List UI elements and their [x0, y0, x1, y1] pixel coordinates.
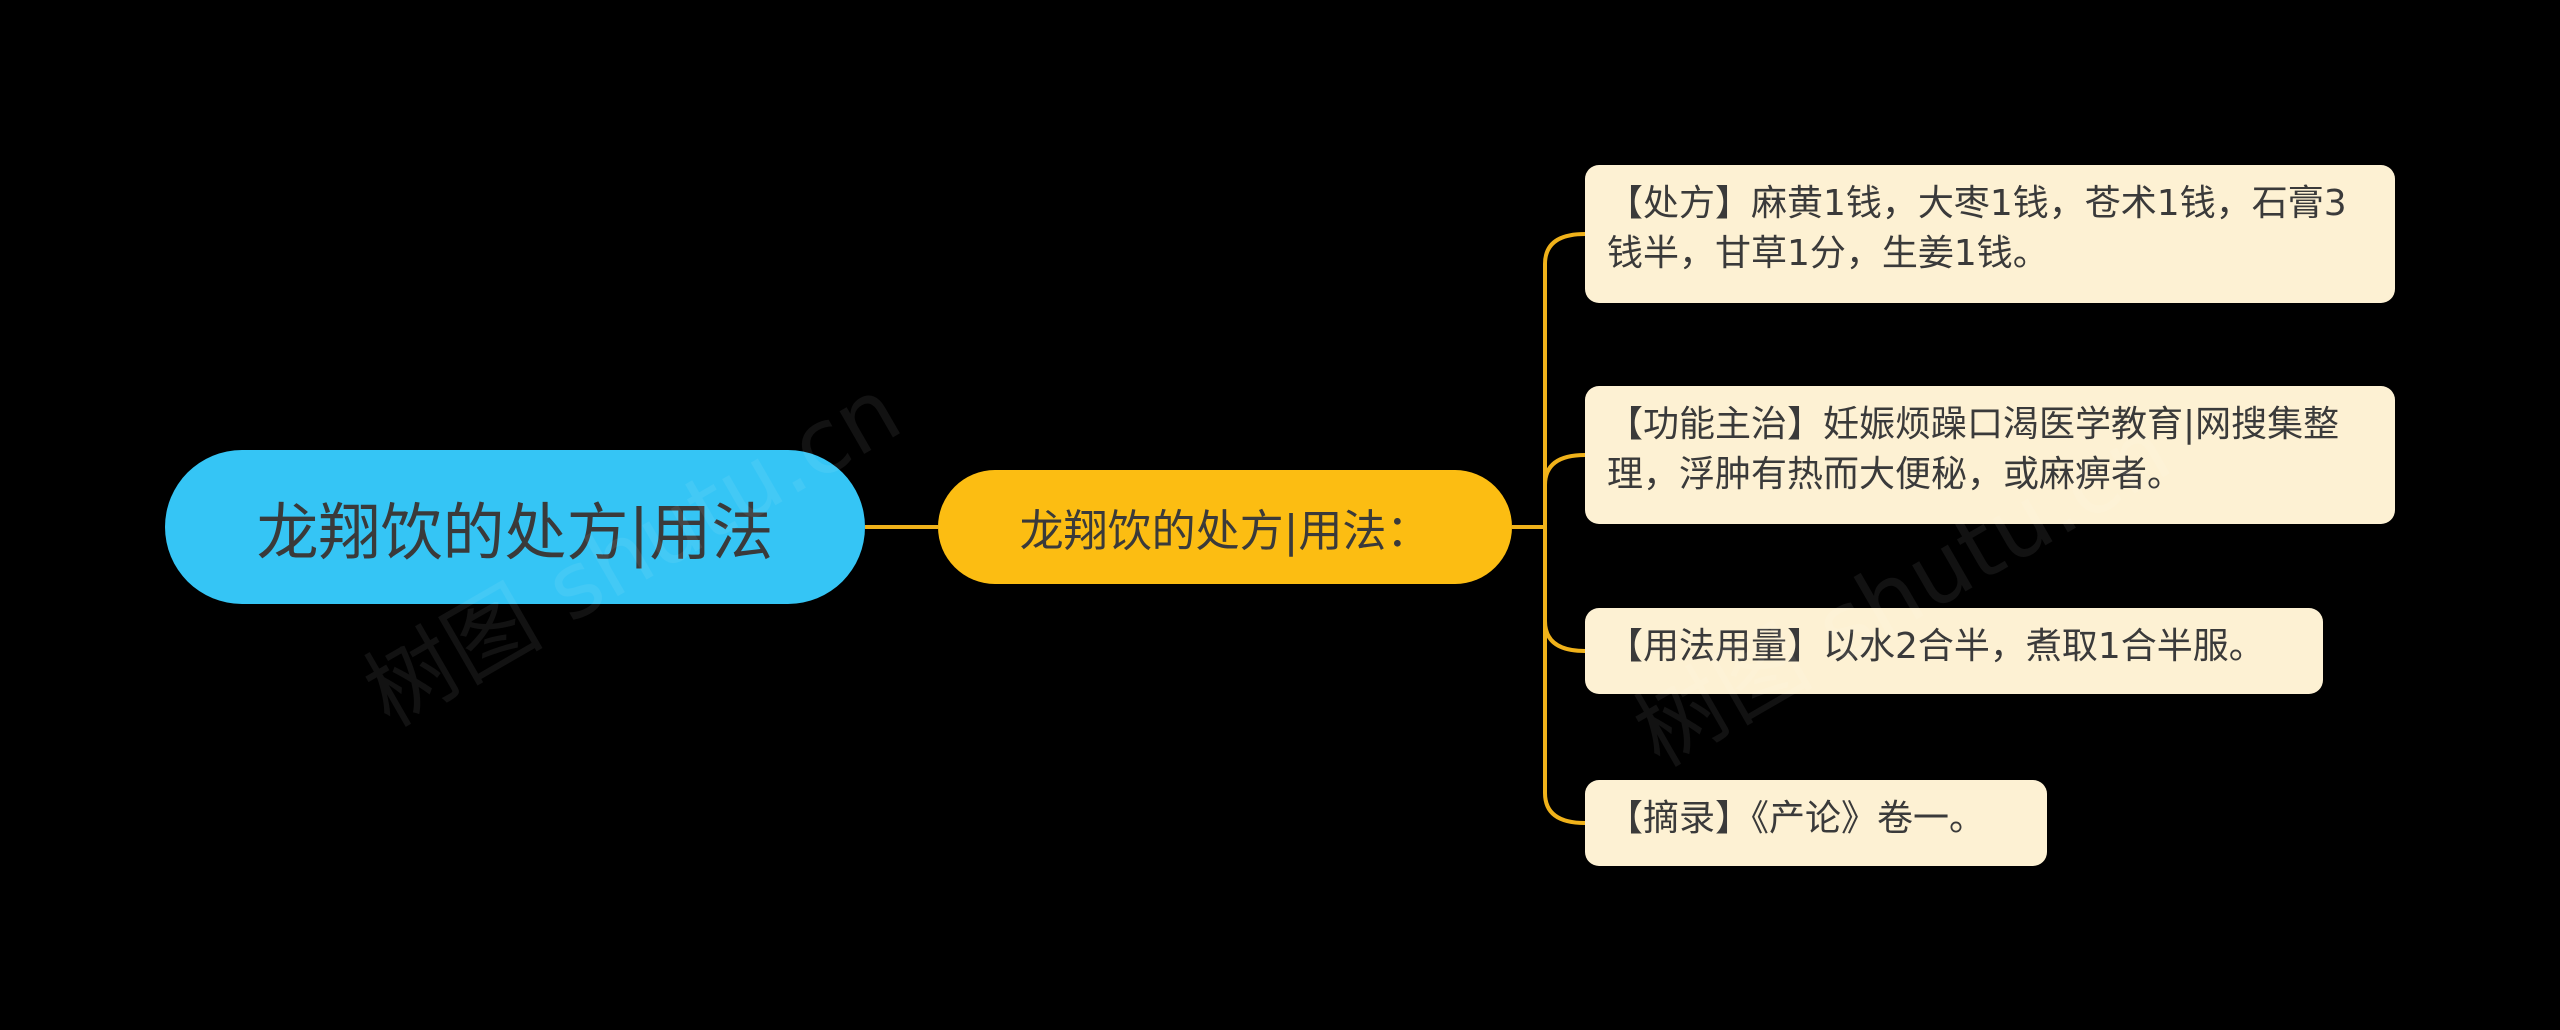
leaf-node-text: 【摘录】《产论》卷一。 — [1607, 798, 1986, 839]
leaf-node-prescription[interactable]: 【处方】麻黄1钱，大枣1钱，苍术1钱，石膏3钱半，甘草1分，生姜1钱。 — [1585, 165, 2395, 303]
leaf-node-text: 【用法用量】以水2合半，煮取1合半服。 — [1607, 626, 2265, 667]
connector-to-leaf-4 — [1543, 527, 1586, 825]
leaf-node-source[interactable]: 【摘录】《产论》卷一。 — [1585, 780, 2047, 866]
root-node[interactable]: 龙翔饮的处方|用法 — [165, 450, 865, 604]
connector-to-leaf-2 — [1543, 453, 1586, 527]
connector-to-leaf-3 — [1543, 527, 1586, 653]
branch-node-label: 龙翔饮的处方|用法： — [1019, 506, 1431, 557]
connector-to-leaf-1 — [1543, 232, 1586, 527]
leaf-node-text: 【功能主治】妊娠烦躁口渴医学教育|网搜集整理，浮肿有热而大便秘，或麻痹者。 — [1607, 404, 2340, 495]
branch-node[interactable]: 龙翔饮的处方|用法： — [938, 470, 1512, 584]
leaf-node-text: 【处方】麻黄1钱，大枣1钱，苍术1钱，石膏3钱半，甘草1分，生姜1钱。 — [1607, 183, 2347, 274]
leaf-node-dosage[interactable]: 【用法用量】以水2合半，煮取1合半服。 — [1585, 608, 2323, 694]
leaf-node-indications[interactable]: 【功能主治】妊娠烦躁口渴医学教育|网搜集整理，浮肿有热而大便秘，或麻痹者。 — [1585, 386, 2395, 524]
root-node-label: 龙翔饮的处方|用法 — [256, 496, 774, 569]
